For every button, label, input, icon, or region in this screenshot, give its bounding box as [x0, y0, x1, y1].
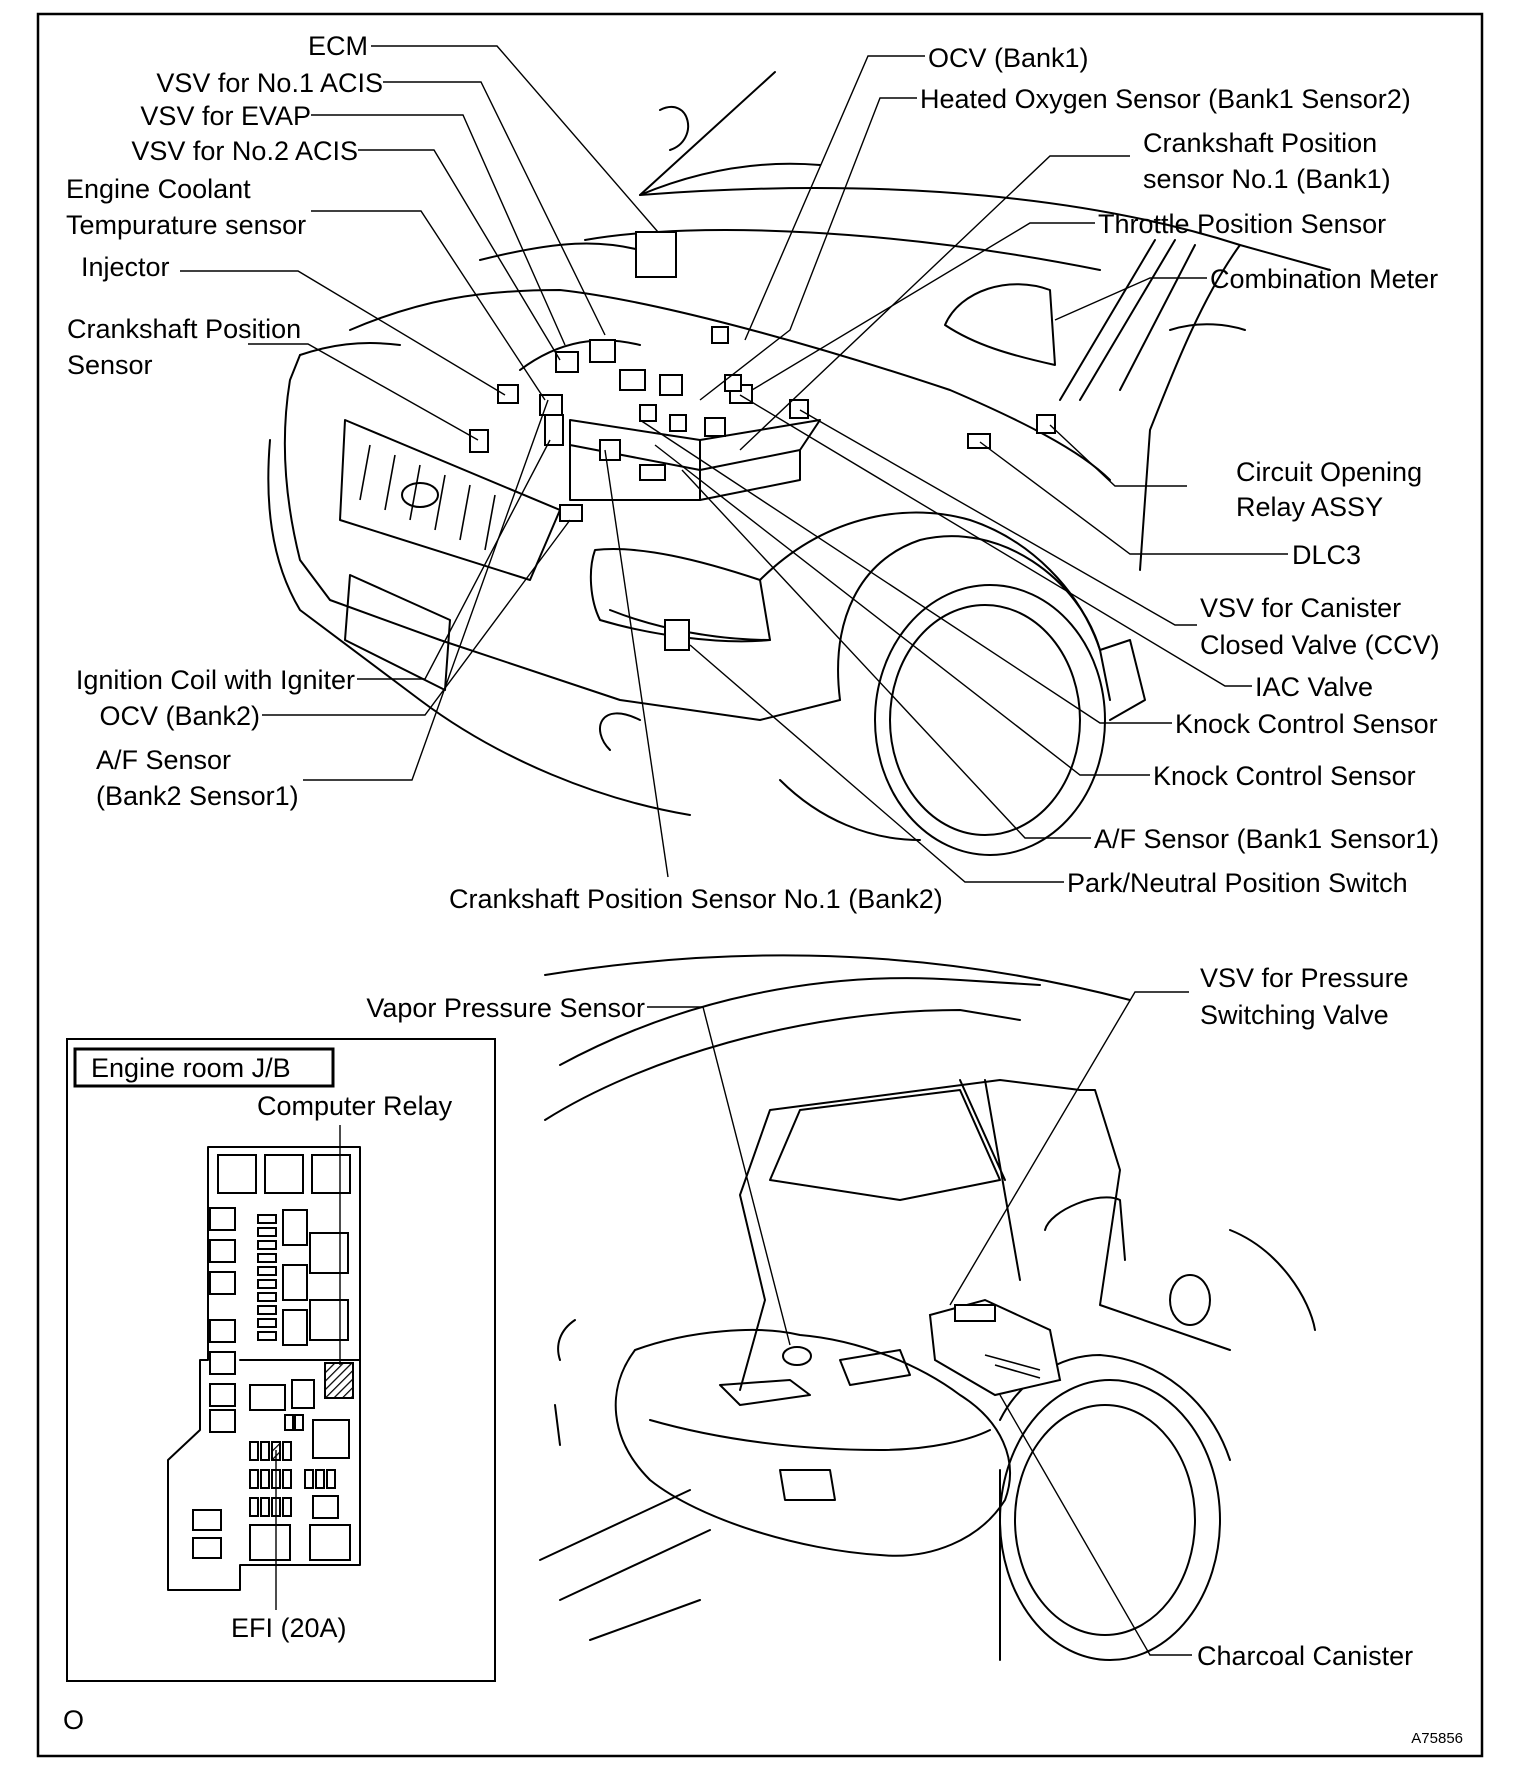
label-ckp-no1-bank2: Crankshaft Position Sensor No.1 (Bank2) [449, 884, 943, 914]
figure-code: A75856 [1411, 1730, 1463, 1747]
label-ckp-line2: Sensor [67, 350, 153, 380]
label-jb-title: Engine room J/B [91, 1053, 291, 1083]
label-dlc3: DLC3 [1292, 540, 1361, 570]
label-ocv-bank2: OCV (Bank2) [99, 701, 260, 731]
label-injector: Injector [81, 252, 170, 282]
label-vsv-psv-line1: VSV for Pressure [1200, 963, 1409, 993]
label-af-bank2-line1: A/F Sensor [96, 745, 231, 775]
label-vsv-acis2: VSV for No.2 ACIS [131, 136, 358, 166]
label-knock-sensor-2: Knock Control Sensor [1153, 761, 1416, 791]
label-af-bank2-line2: (Bank2 Sensor1) [96, 781, 299, 811]
jb-title-box [73, 1047, 335, 1088]
label-charcoal-canister: Charcoal Canister [1197, 1641, 1413, 1671]
label-vapor-pressure-sensor: Vapor Pressure Sensor [366, 993, 645, 1023]
label-ect-line2: Tempurature sensor [66, 210, 306, 240]
label-ccv-line2: Closed Valve (CCV) [1200, 630, 1440, 660]
outer-frame [36, 12, 1484, 1758]
label-computer-relay: Computer Relay [257, 1091, 453, 1121]
label-tps: Throttle Position Sensor [1098, 209, 1386, 239]
label-ckp-no1-bank1-line2: sensor No.1 (Bank1) [1143, 164, 1391, 194]
computer-relay-slot [324, 1362, 354, 1399]
label-ckp-line1: Crankshaft Position [67, 314, 301, 344]
label-efi-fuse: EFI (20A) [231, 1613, 347, 1643]
label-iac-valve: IAC Valve [1255, 672, 1373, 702]
label-cor-line1: Circuit Opening [1236, 457, 1422, 487]
part-labels: ECM VSV for No.1 ACIS VSV for EVAP VSV f… [63, 31, 1463, 1747]
engine-room-jb-inset [66, 1038, 496, 1682]
rear-vehicle-illustration [539, 954, 1316, 1661]
label-combination-meter: Combination Meter [1210, 264, 1438, 294]
label-cor-line2: Relay ASSY [1236, 492, 1383, 522]
engine-compartment-illustration [267, 71, 1331, 856]
corner-mark: O [63, 1705, 84, 1735]
label-af-bank1: A/F Sensor (Bank1 Sensor1) [1094, 824, 1439, 854]
label-pnp-switch: Park/Neutral Position Switch [1067, 868, 1408, 898]
label-ignition-coil: Ignition Coil with Igniter [76, 665, 355, 695]
fuse-column [257, 1214, 277, 1341]
label-vsv-evap: VSV for EVAP [140, 101, 311, 131]
label-ckp-no1-bank1-line1: Crankshaft Position [1143, 128, 1377, 158]
label-vsv-acis1: VSV for No.1 ACIS [156, 68, 383, 98]
label-vsv-psv-line2: Switching Valve [1200, 1000, 1389, 1030]
label-knock-sensor-1: Knock Control Sensor [1175, 709, 1438, 739]
label-ecm: ECM [308, 31, 368, 61]
label-ho2s: Heated Oxygen Sensor (Bank1 Sensor2) [920, 84, 1411, 114]
leader-lines [180, 45, 1288, 1656]
label-ect-line1: Engine Coolant [66, 174, 251, 204]
label-ccv-line1: VSV for Canister [1200, 593, 1401, 623]
label-ocv-bank1: OCV (Bank1) [928, 43, 1089, 73]
